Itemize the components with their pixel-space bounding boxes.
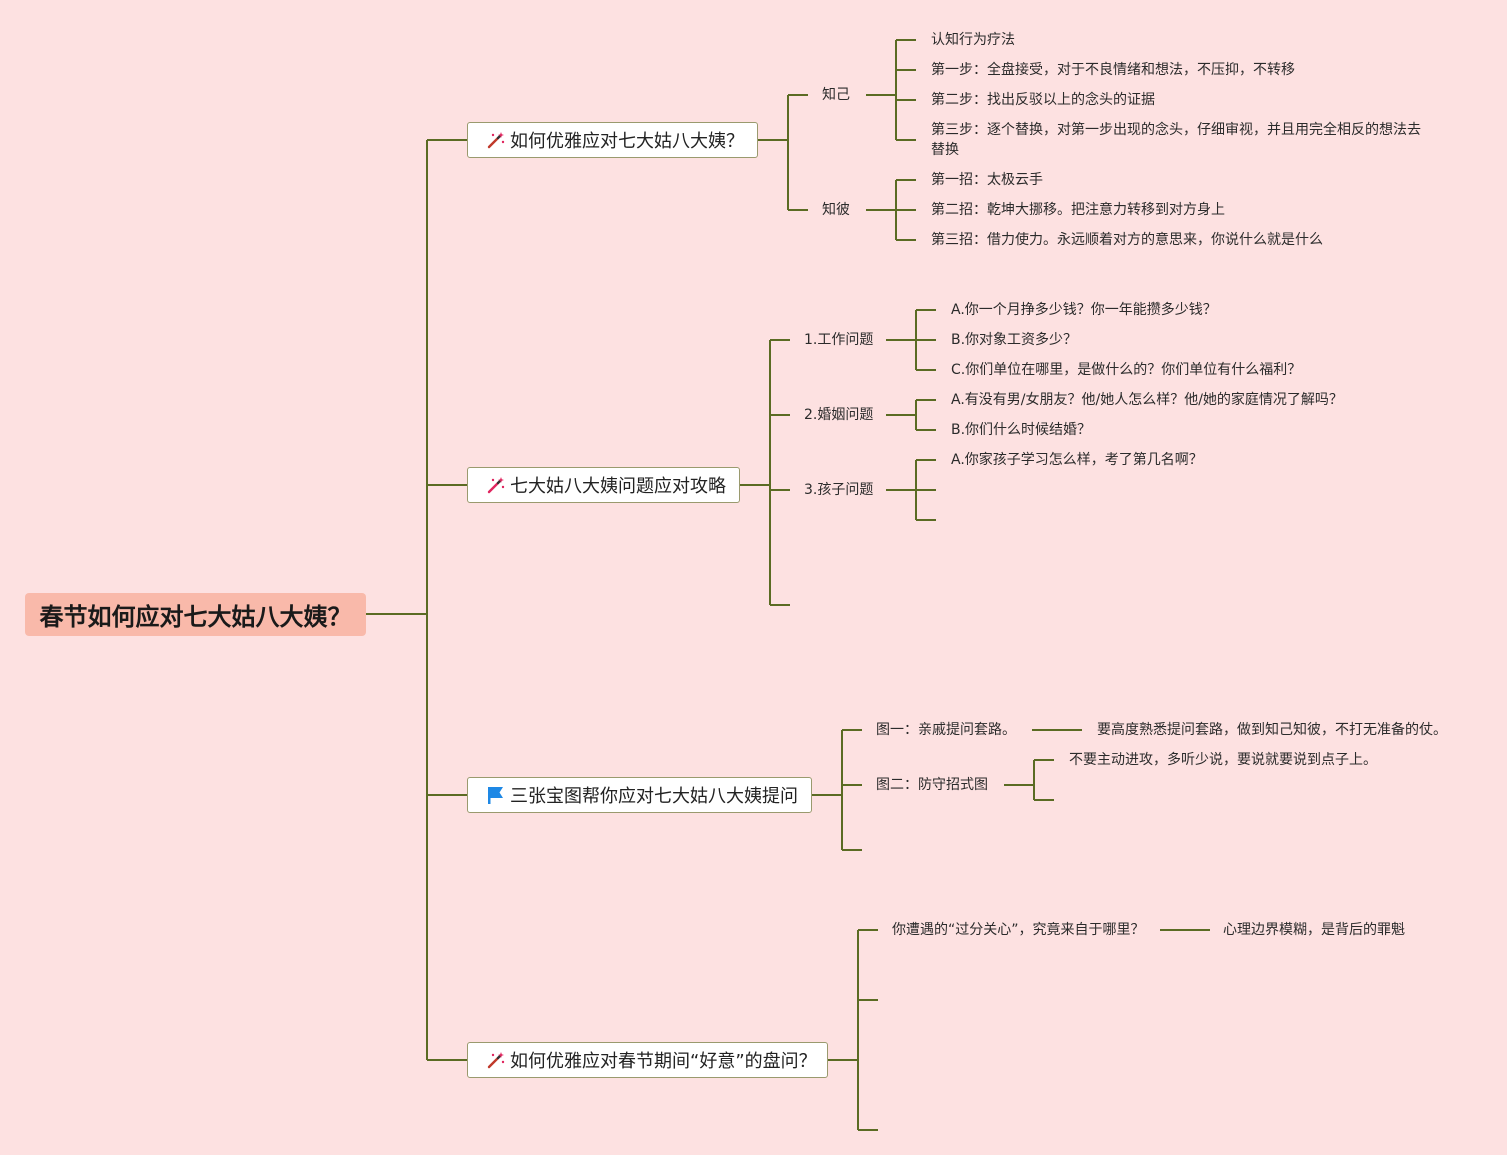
leaf-topic[interactable]: 不要主动进攻，多听少说，要说就要说到点子上。 xyxy=(1069,752,1377,768)
leaf-topic[interactable]: 第二步：找出反驳以上的念头的证据 xyxy=(931,92,1155,108)
blue-flag-icon xyxy=(486,785,506,805)
subtopic-marriage-questions[interactable]: 2.婚姻问题 xyxy=(804,407,874,423)
leaf-topic[interactable]: 第二招：乾坤大挪移。把注意力转移到对方身上 xyxy=(931,202,1225,218)
leaf-topic[interactable]: 第一招：太极云手 xyxy=(931,172,1043,188)
branch-topic-three-maps[interactable]: 三张宝图帮你应对七大姑八大姨提问 xyxy=(467,777,812,813)
subtopic-know-yourself[interactable]: 知己 xyxy=(822,87,850,103)
branch-topic-spring-festival-inquiries[interactable]: 如何优雅应对春节期间“好意”的盘问？ xyxy=(467,1042,828,1078)
leaf-topic[interactable]: 第一步：全盘接受，对于不良情绪和想法，不压抑，不转移 xyxy=(931,62,1295,78)
branch-topic-elegant-response[interactable]: 如何优雅应对七大姑八大姨？ xyxy=(467,122,758,158)
leaf-topic[interactable]: 认知行为疗法 xyxy=(931,32,1015,48)
leaf-topic[interactable]: A.有没有男/女朋友？他/她人怎么样？他/她的家庭情况了解吗？ xyxy=(951,392,1343,408)
subtopic-map-two[interactable]: 图二：防守招式图 xyxy=(876,777,988,793)
leaf-topic[interactable]: B.你对象工资多少？ xyxy=(951,332,1078,348)
branch-topic-label: 如何优雅应对七大姑八大姨？ xyxy=(510,131,744,152)
subtopic-excessive-concern[interactable]: 你遭遇的“过分关心”，究竟来自于哪里？ xyxy=(892,922,1145,938)
branch-topic-label: 七大姑八大姨问题应对攻略 xyxy=(510,476,726,497)
leaf-topic[interactable]: 要高度熟悉提问套路，做到知己知彼，不打无准备的仗。 xyxy=(1097,722,1447,738)
leaf-topic[interactable]: A.你家孩子学习怎么样，考了第几名啊？ xyxy=(951,452,1203,468)
leaf-topic[interactable]: A.你一个月挣多少钱？你一年能攒多少钱？ xyxy=(951,302,1217,318)
magic-wand-icon xyxy=(486,130,506,150)
magic-wand-icon xyxy=(486,1050,506,1070)
leaf-topic[interactable]: 第三招：借力使力。永远顺着对方的意思来，你说什么就是什么 xyxy=(931,232,1323,248)
leaf-topic[interactable]: 心理边界模糊，是背后的罪魁 xyxy=(1223,922,1405,938)
root-topic[interactable]: 春节如何应对七大姑八大姨？ xyxy=(25,593,366,636)
branch-topic-label: 如何优雅应对春节期间“好意”的盘问？ xyxy=(510,1051,817,1072)
subtopic-work-questions[interactable]: 1.工作问题 xyxy=(804,332,874,348)
root-topic-label: 春节如何应对七大姑八大姨？ xyxy=(39,603,352,631)
leaf-topic[interactable]: 第三步：逐个替换，对第一步出现的念头，仔细审视，并且用完全相反的想法去替换 xyxy=(931,122,1421,158)
subtopic-know-them[interactable]: 知彼 xyxy=(822,202,850,218)
branch-topic-label: 三张宝图帮你应对七大姑八大姨提问 xyxy=(510,786,798,807)
leaf-topic[interactable]: B.你们什么时候结婚？ xyxy=(951,422,1092,438)
leaf-topic[interactable]: C.你们单位在哪里，是做什么的？你们单位有什么福利？ xyxy=(951,362,1302,378)
subtopic-children-questions[interactable]: 3.孩子问题 xyxy=(804,482,874,498)
magic-wand-icon xyxy=(486,475,506,495)
branch-topic-question-strategy[interactable]: 七大姑八大姨问题应对攻略 xyxy=(467,467,740,503)
subtopic-map-one[interactable]: 图一：亲戚提问套路。 xyxy=(876,722,1016,738)
